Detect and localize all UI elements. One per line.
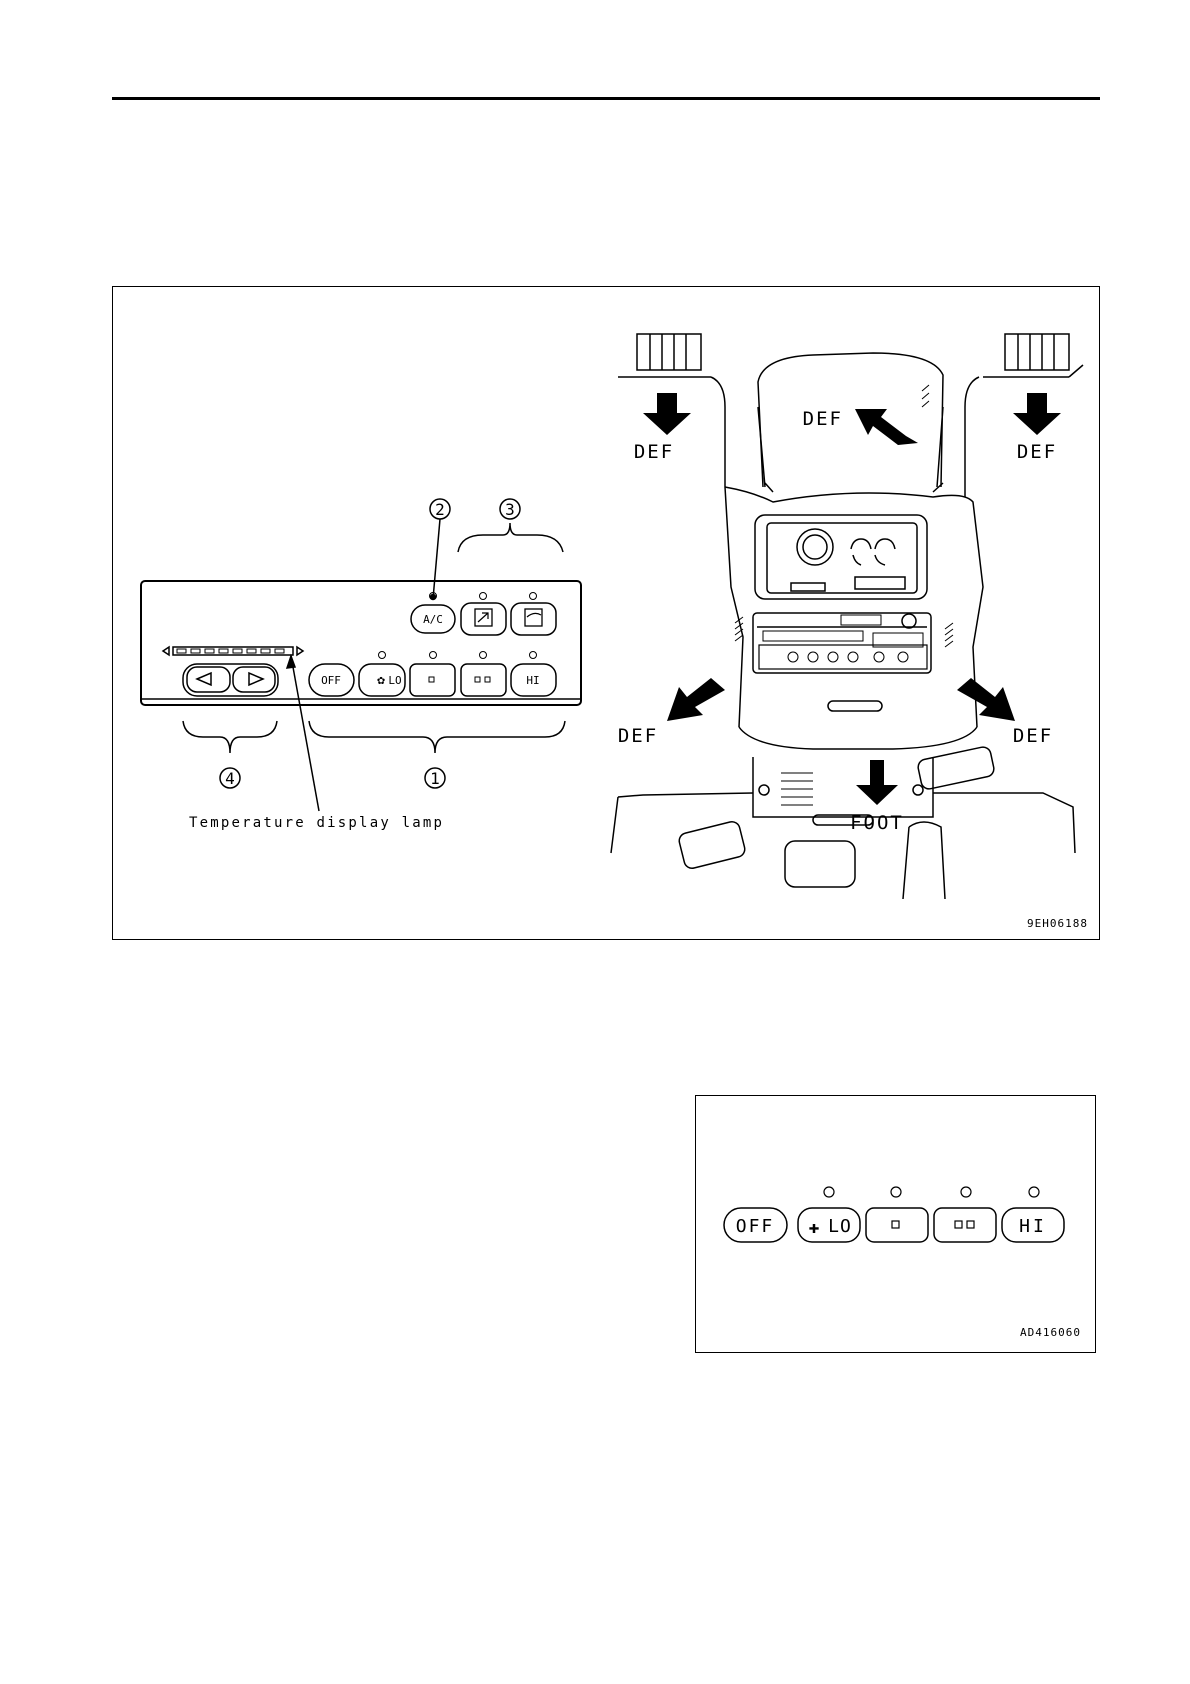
label-def-bottom-right: DEF: [1013, 725, 1053, 747]
figure1-drawing: DEF DEF DEF DEF DEF FOOT 2 3 4 1 A/C OFF…: [113, 287, 1098, 938]
arrow-right-icon: [249, 673, 263, 685]
floor-block: [785, 841, 855, 887]
arrow-def-bottom-right: [957, 678, 1015, 721]
temp-up-button[interactable]: [233, 667, 275, 692]
hi-button-label: HI: [526, 674, 539, 687]
label-def-top-center: DEF: [803, 408, 843, 430]
hi-button-label: HI: [1019, 1216, 1047, 1237]
temperature-display-strip: [163, 647, 303, 655]
temperature-display-lamp-caption: Temperature display lamp: [189, 815, 444, 831]
off-button-label: OFF: [321, 674, 341, 687]
fan-mid2-button[interactable]: [461, 664, 506, 696]
fan-mid2-button[interactable]: [934, 1208, 996, 1242]
arrow-foot: [856, 760, 898, 805]
callout-1: 1: [430, 769, 440, 788]
ac-button-label: A/C: [423, 613, 443, 626]
fresh-air-icon: [525, 609, 542, 626]
label-def-top-left: DEF: [634, 441, 674, 463]
indicator-lamp-icon: [824, 1187, 1039, 1197]
arrow-def-bottom-left: [667, 678, 725, 721]
fresh-air-button[interactable]: [511, 603, 556, 635]
header-rule: [112, 97, 1100, 100]
callout-3: 3: [505, 500, 515, 519]
figure2-drawing: OFF ✚ LO HI AD416060: [696, 1096, 1094, 1351]
arrow-def-top-left: [643, 393, 691, 435]
lo-button-label: LO: [388, 674, 401, 687]
fan-icon: ✿: [377, 673, 385, 688]
fan-icon: ✚: [809, 1217, 820, 1238]
pedal-right: [917, 746, 996, 791]
callout-4: 4: [225, 769, 235, 788]
pedal-left: [678, 820, 747, 870]
control-panel: [141, 581, 581, 705]
arrow-left-icon: [197, 673, 211, 685]
vent-top-right: [1005, 334, 1069, 370]
label-def-bottom-left: DEF: [618, 725, 658, 747]
recirculate-air-button[interactable]: [461, 603, 506, 635]
figure-air-conditioner-panel: DEF DEF DEF DEF DEF FOOT 2 3 4 1 A/C OFF…: [112, 286, 1100, 940]
label-def-top-right: DEF: [1017, 441, 1057, 463]
recirculate-air-icon: [475, 609, 492, 626]
figure2-image-code: AD416060: [1020, 1326, 1081, 1339]
indicator-lamp-icon: [379, 593, 537, 659]
fan-mid1-button[interactable]: [410, 664, 455, 696]
label-foot: FOOT: [850, 812, 904, 834]
figure1-image-code: 9EH06188: [1027, 917, 1088, 930]
off-button-label: OFF: [736, 1216, 775, 1237]
lo-button-label: LO: [828, 1216, 852, 1237]
figure-fan-switch-detail: OFF ✚ LO HI AD416060: [695, 1095, 1096, 1353]
arrow-def-center: [855, 409, 918, 445]
vent-top-left: [637, 334, 701, 370]
temp-down-button[interactable]: [187, 667, 230, 692]
arrow-def-top-right: [1013, 393, 1061, 435]
callout-2: 2: [435, 500, 445, 519]
fan-mid1-button[interactable]: [866, 1208, 928, 1242]
